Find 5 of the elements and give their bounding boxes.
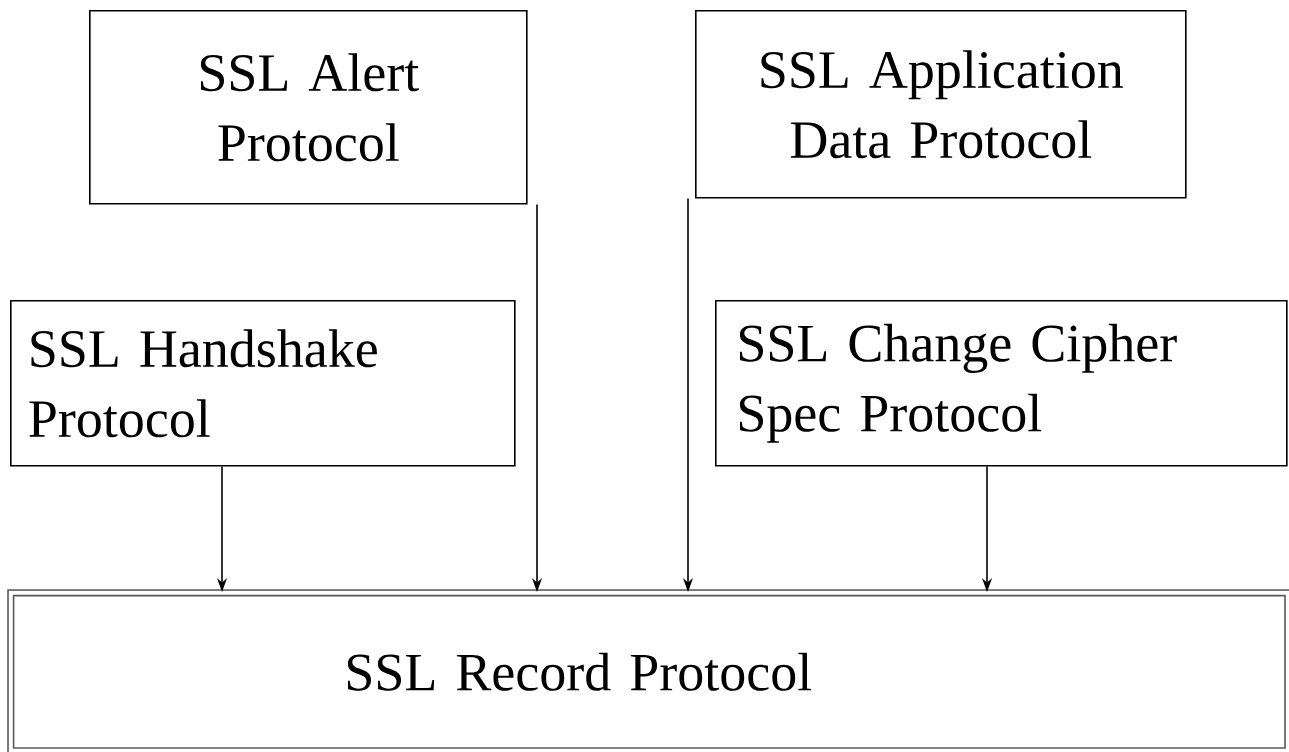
protocol-box: SSL Handshake Protocol [10,300,516,467]
protocol-box: SSL Record Protocol [7,589,1289,752]
protocol-box: SSL Application Data Protocol [695,10,1187,199]
protocol-box: SSL Change Cipher Spec Protocol [715,300,1288,467]
protocol-box: SSL Alert Protocol [89,10,528,205]
